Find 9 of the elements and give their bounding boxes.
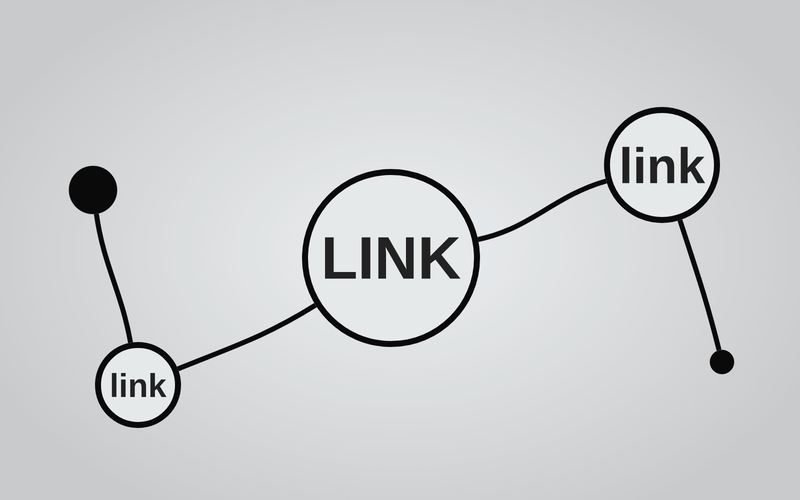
end-dot bbox=[710, 350, 734, 374]
circle-node: link bbox=[95, 342, 181, 428]
circle-node: link bbox=[604, 107, 720, 223]
end-dot bbox=[68, 166, 118, 214]
connector bbox=[176, 303, 317, 372]
connector bbox=[477, 178, 608, 242]
connector bbox=[678, 219, 722, 351]
connector bbox=[94, 214, 133, 344]
circle-node: LINK bbox=[302, 169, 480, 347]
